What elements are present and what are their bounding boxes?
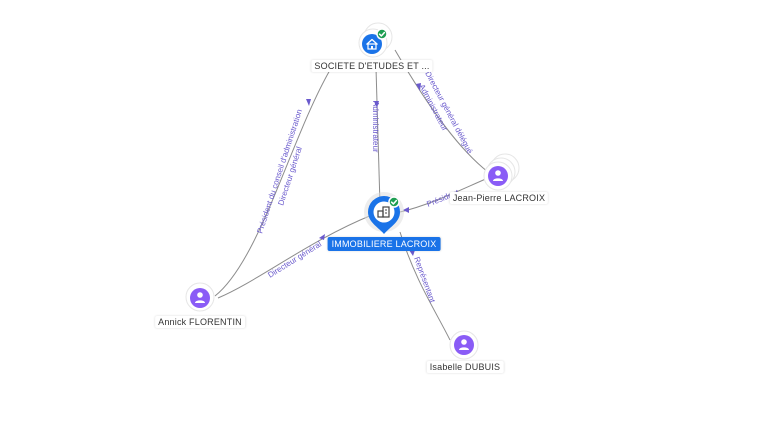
edge-immo-societe	[375, 67, 381, 206]
arrow-annick-immo	[319, 234, 325, 240]
person-icon	[459, 339, 469, 350]
house-icon	[366, 38, 378, 50]
arrow-immo-societe	[374, 101, 379, 108]
node-label-annick[interactable]: Annick FLORENTIN	[155, 316, 245, 328]
node-jean-pierre[interactable]	[483, 153, 520, 191]
node-immobiliere[interactable]	[364, 192, 404, 234]
edge-label-isabelle-immo: Représentant	[412, 256, 437, 305]
node-label-societe[interactable]: SOCIETE D'ETUDES ET ...	[311, 60, 433, 72]
arrow-jp-immo	[403, 207, 409, 213]
node-label-isabelle[interactable]: Isabelle DUBUIS	[426, 361, 504, 373]
person-icon	[195, 292, 205, 303]
edge-label-immo-societe: Administrateur	[371, 101, 380, 153]
node-annick[interactable]	[185, 282, 215, 312]
node-isabelle[interactable]	[449, 330, 479, 360]
node-societe[interactable]	[358, 22, 393, 58]
person-circle	[488, 166, 508, 186]
node-label-immobiliere[interactable]: IMMOBILIERE LACROIX	[327, 237, 441, 251]
verified-check-icon	[388, 196, 400, 208]
person-icon	[493, 170, 503, 181]
person-circle	[190, 288, 210, 308]
arrow-isabelle-immo	[409, 250, 415, 256]
verified-check-icon	[376, 28, 388, 40]
person-circle	[454, 335, 474, 355]
node-label-jean-pierre[interactable]: Jean-Pierre LACROIX	[449, 192, 549, 204]
edge-label-annick-immo: Directeur général	[266, 239, 323, 279]
edge-label-annick-societe-1: Président du conseil d'administration	[255, 108, 304, 234]
arrow-annick-societe	[306, 99, 311, 106]
building-icon	[377, 206, 390, 218]
arrow-jp-societe	[416, 83, 421, 91]
edge-annick-immo	[217, 214, 373, 299]
edge-annick-societe	[214, 69, 331, 297]
